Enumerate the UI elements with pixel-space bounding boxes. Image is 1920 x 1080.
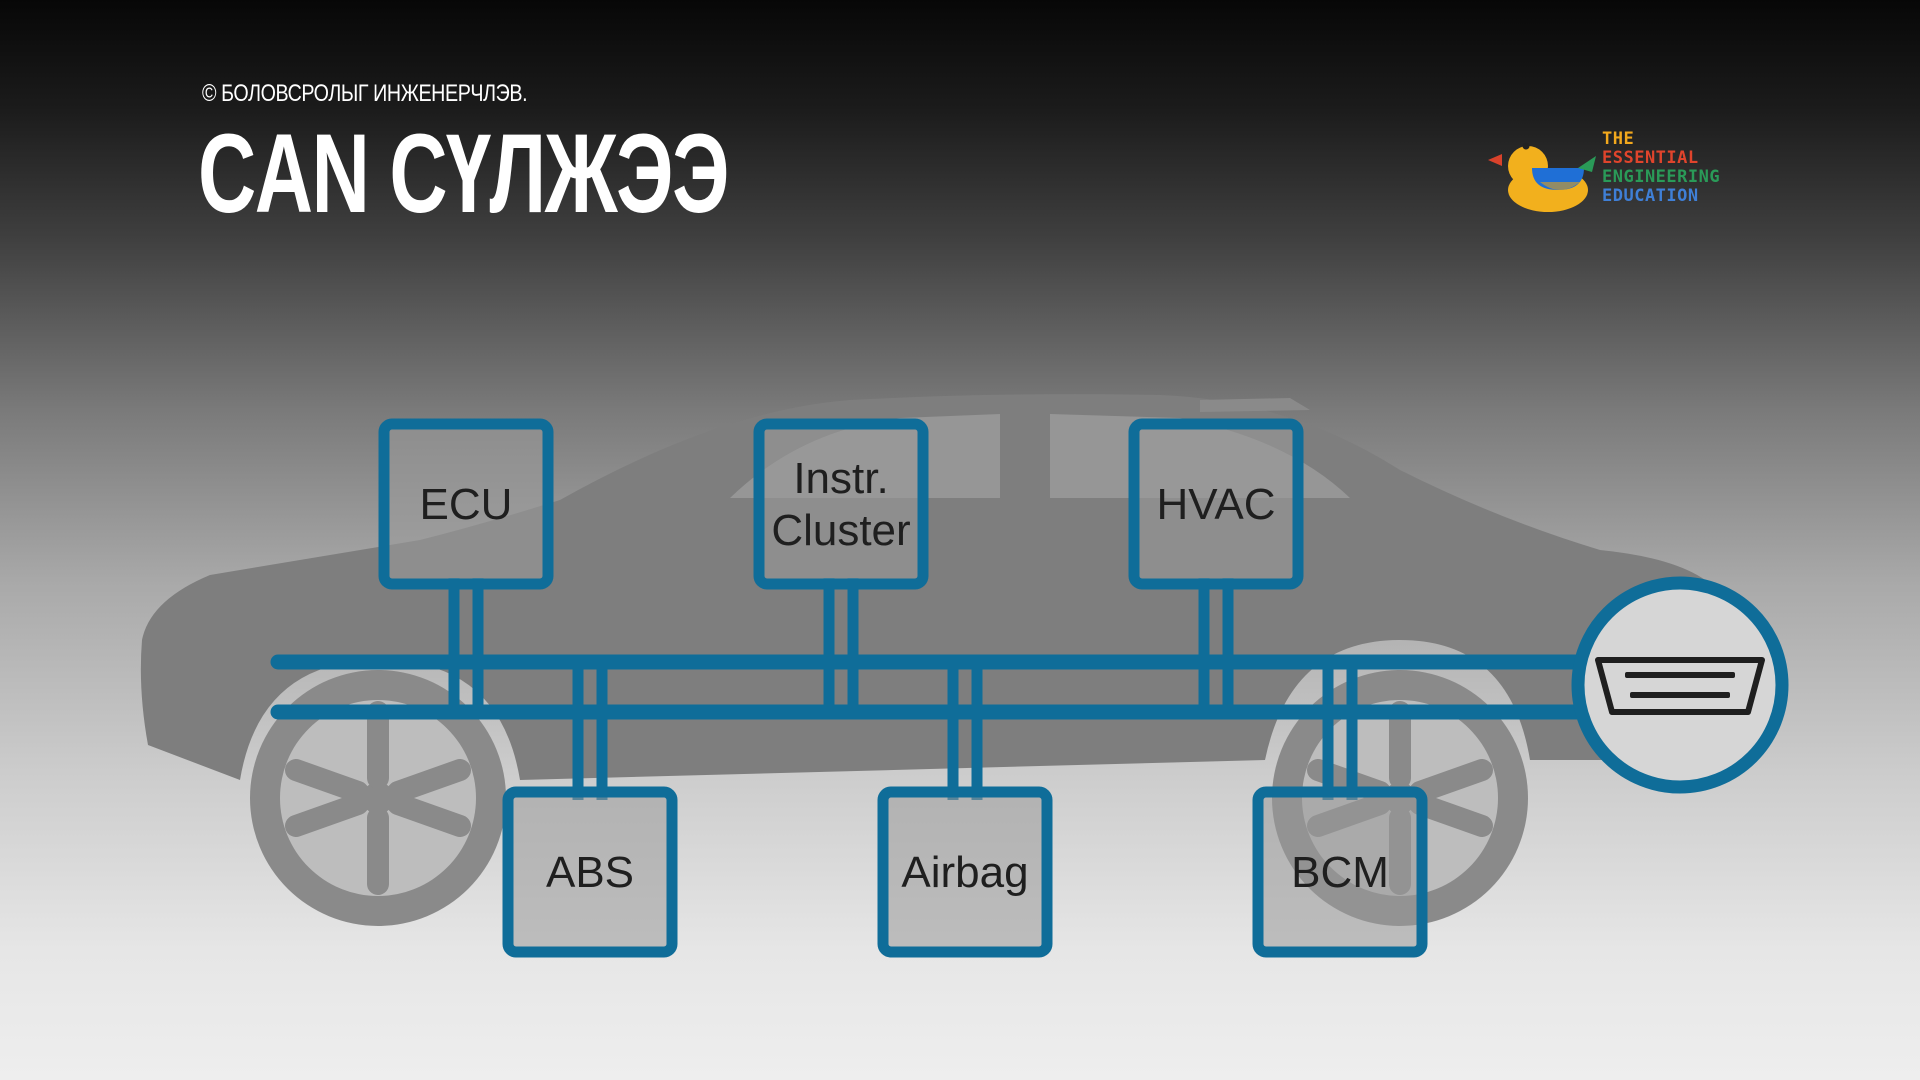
node-hvac: HVAC <box>1128 418 1304 590</box>
duck-logo-icon <box>1488 142 1596 212</box>
node-label: ABS <box>546 848 634 897</box>
node-airbag: Airbag <box>877 786 1053 958</box>
ecu-nodes: ECU Instr.Cluster HVAC ABS Airbag BCM <box>378 418 1428 958</box>
node-box <box>877 786 1053 958</box>
node-abs: ABS <box>502 786 678 958</box>
node-label: Instr. <box>793 454 888 503</box>
logo-text-line: ESSENTIAL <box>1602 148 1699 168</box>
node-label: Cluster <box>771 506 910 555</box>
node-label: HVAC <box>1157 480 1276 529</box>
copyright-text: © БОЛОВСРОЛЫГ ИНЖЕНЕРЧЛЭВ. <box>202 80 528 107</box>
node-box <box>378 418 554 590</box>
logo-text-line: ENGINEERING <box>1602 167 1721 187</box>
node-stubs <box>448 578 1358 800</box>
node-bcm: BCM <box>1252 786 1428 958</box>
node-box <box>1128 418 1304 590</box>
node-label: ECU <box>420 480 513 529</box>
node-instr-cluster: Instr.Cluster <box>753 418 929 590</box>
obd-connector-icon <box>1571 576 1789 794</box>
node-box <box>753 418 929 590</box>
node-label: Airbag <box>901 848 1028 897</box>
logo-text-line: THE <box>1602 129 1635 149</box>
rear-wheel <box>250 670 506 926</box>
node-box <box>502 786 678 958</box>
node-label: BCM <box>1291 848 1389 897</box>
logo-text-line: EDUCATION <box>1602 186 1699 206</box>
node-box <box>1252 786 1428 958</box>
node-ecu: ECU <box>378 418 554 590</box>
can-bus <box>270 654 1588 720</box>
page-title: CAN СҮЛЖЭЭ <box>198 111 729 236</box>
